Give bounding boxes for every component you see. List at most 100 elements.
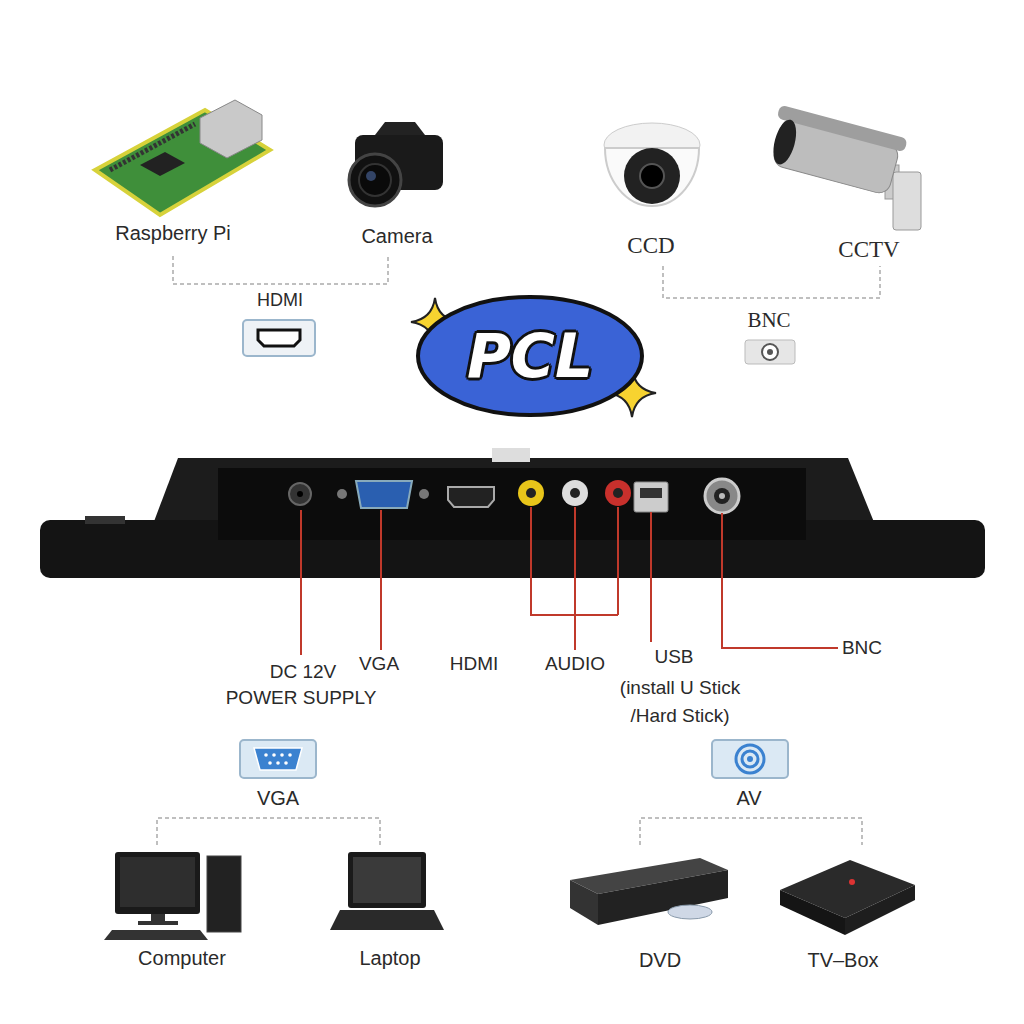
- hdmi-port-symbol: [258, 330, 300, 346]
- interface-label: VGA: [257, 784, 299, 813]
- box-front: [780, 890, 845, 935]
- port-label: USB: [654, 643, 693, 671]
- monitor-shell: [115, 852, 200, 914]
- mount-base: [893, 172, 921, 230]
- bullet-housing: [765, 105, 908, 197]
- vga-pin: [284, 761, 288, 765]
- device-caption: TV–Box: [807, 946, 878, 975]
- chip: [140, 152, 185, 176]
- port-label: VGA: [359, 650, 399, 678]
- vga-pin: [276, 761, 280, 765]
- device-caption: CCD: [627, 229, 674, 262]
- laptop-screen: [353, 857, 421, 903]
- badge-ellipse: [418, 297, 642, 415]
- camera-hump: [375, 122, 425, 135]
- dc-leader: [300, 510, 302, 655]
- rca-video: [518, 480, 544, 506]
- monitor-rear: [40, 448, 985, 578]
- laptop-icon: [330, 852, 444, 930]
- device-caption: Raspberry Pi: [115, 219, 231, 248]
- port-panel: [218, 468, 806, 540]
- lens-glint: [366, 171, 376, 181]
- icon-tile: [243, 320, 315, 356]
- rca-left: [562, 480, 588, 506]
- vga-pin: [268, 761, 272, 765]
- box-side: [845, 885, 915, 935]
- device-caption: Computer: [138, 944, 226, 973]
- rca-hole: [570, 488, 580, 498]
- usb-port: [634, 482, 668, 512]
- bullet-lens: [769, 117, 800, 167]
- rca-hole: [613, 488, 623, 498]
- vga-pin: [280, 753, 284, 757]
- av-ring: [742, 751, 758, 767]
- dc-pin: [297, 491, 303, 497]
- monitor-foot: [138, 921, 178, 925]
- box-led: [849, 879, 855, 885]
- icon-tile: [712, 740, 788, 778]
- camera-lens: [349, 154, 401, 206]
- device-caption: CCTV: [838, 233, 899, 266]
- brand-badge: PCL: [415, 294, 645, 418]
- dome-lens: [640, 164, 664, 188]
- bullet-camera: [765, 105, 921, 230]
- raspberry-pi-board: [95, 100, 270, 215]
- av-ring: [736, 745, 764, 773]
- device-caption: DVD: [639, 946, 681, 975]
- port-note: (install U Stick /Hard Stick): [605, 674, 755, 729]
- port-label: AUDIO: [545, 650, 605, 678]
- dome-camera: [604, 123, 700, 206]
- laptop-base: [330, 910, 444, 930]
- port-label: POWER SUPPLY: [226, 684, 377, 712]
- tv-box-icon: [780, 860, 915, 935]
- vga-pin: [272, 753, 276, 757]
- badge-text-holder: PCL: [415, 294, 645, 418]
- top-tab: [492, 448, 530, 462]
- gpio-header: [110, 124, 195, 170]
- port-label: DC 12V: [270, 658, 337, 686]
- interface-label: AV: [736, 784, 761, 813]
- leader-lines: [301, 507, 838, 655]
- pc-tower: [207, 856, 241, 932]
- interface-label: BNC: [747, 305, 790, 335]
- icon-tile: [745, 340, 795, 364]
- side-button: [85, 516, 125, 524]
- hdmi-port: [448, 487, 494, 507]
- sun-shield: [777, 105, 908, 153]
- dvd-disc: [668, 905, 712, 919]
- av-center: [747, 756, 753, 762]
- camera-icon: [349, 122, 443, 206]
- bnc-center: [719, 493, 725, 499]
- dome-face: [624, 148, 680, 204]
- av-icon: [712, 740, 788, 778]
- keyboard: [104, 930, 208, 940]
- bnc-port: [705, 479, 739, 513]
- rca-right: [605, 480, 631, 506]
- camera-lens-inner: [359, 164, 391, 196]
- vga-port: [356, 481, 412, 508]
- vga-screw: [419, 489, 429, 499]
- vga-pin: [288, 753, 292, 757]
- port-label: HDMI: [450, 650, 499, 678]
- hdmi-icon: [243, 320, 315, 356]
- brand-text: PCL: [467, 321, 593, 391]
- usb-block: [200, 100, 262, 158]
- monitor-screen: [120, 857, 195, 907]
- dvd-player-icon: [570, 858, 728, 925]
- rca-hole: [526, 488, 536, 498]
- av-bracket: [640, 818, 862, 845]
- dvd-side: [570, 880, 598, 925]
- audio-leader: [531, 507, 618, 650]
- dome-shell: [605, 148, 699, 206]
- dc-jack: [289, 483, 311, 505]
- device-caption: Laptop: [359, 944, 420, 973]
- vga-pin: [264, 753, 268, 757]
- bnc-pin: [767, 349, 773, 355]
- bnc-socket: [714, 488, 730, 504]
- bnc-ring: [762, 344, 778, 360]
- vga-bracket: [157, 818, 380, 845]
- hdmi-bracket: [173, 256, 388, 284]
- vga-symbol: [254, 748, 302, 770]
